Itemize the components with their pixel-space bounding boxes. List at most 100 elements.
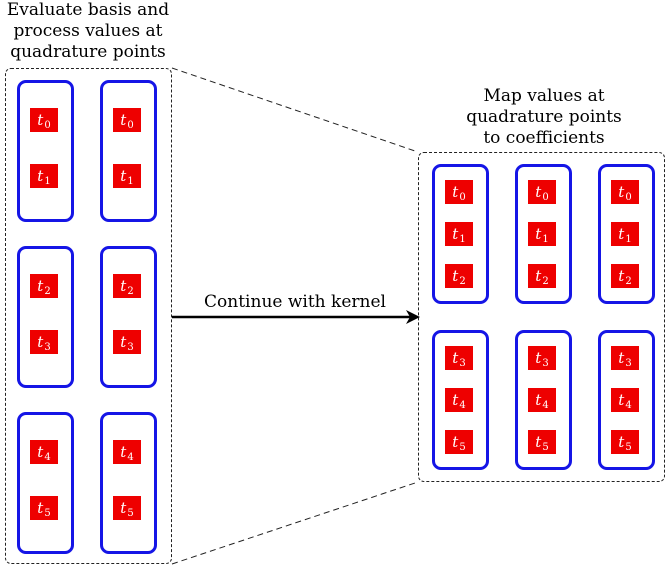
- thread-var: t: [120, 333, 127, 351]
- thread-index: 1: [542, 234, 549, 245]
- thread-chip: t4: [528, 388, 556, 412]
- thread-index: 1: [127, 176, 134, 187]
- thread-var: t: [535, 183, 542, 201]
- thread-var: t: [37, 277, 44, 295]
- thread-var: t: [37, 111, 44, 129]
- thread-index: 1: [625, 234, 632, 245]
- thread-index: 5: [44, 508, 51, 519]
- thread-index: 2: [625, 276, 632, 287]
- thread-var: t: [535, 391, 542, 409]
- thread-var: t: [37, 443, 44, 461]
- thread-chip: t0: [611, 180, 639, 204]
- thread-var: t: [452, 349, 459, 367]
- zoom-line-bottom: [171, 481, 419, 565]
- thread-index: 4: [44, 452, 51, 463]
- thread-var: t: [452, 267, 459, 285]
- left-caption: Evaluate basis and process values at qua…: [6, 0, 170, 62]
- process-arrow-head: [406, 310, 420, 324]
- thread-chip: t0: [30, 108, 58, 132]
- thread-var: t: [37, 499, 44, 517]
- thread-var: t: [618, 349, 625, 367]
- thread-chip: t5: [113, 496, 141, 520]
- zoom-line-top: [171, 67, 419, 153]
- thread-index: 4: [459, 400, 466, 411]
- left-panel: [5, 68, 172, 564]
- thread-var: t: [618, 433, 625, 451]
- thread-chip: t3: [113, 330, 141, 354]
- thread-chip: t4: [113, 440, 141, 464]
- thread-var: t: [535, 349, 542, 367]
- thread-var: t: [120, 499, 127, 517]
- thread-chip: t3: [528, 346, 556, 370]
- thread-chip: t4: [445, 388, 473, 412]
- thread-chip: t1: [611, 222, 639, 246]
- thread-chip: t1: [445, 222, 473, 246]
- thread-chip: t2: [113, 274, 141, 298]
- thread-index: 3: [459, 358, 466, 369]
- thread-index: 0: [127, 120, 134, 131]
- thread-var: t: [452, 225, 459, 243]
- thread-var: t: [618, 225, 625, 243]
- thread-index: 5: [542, 442, 549, 453]
- thread-var: t: [452, 433, 459, 451]
- thread-chip: t3: [30, 330, 58, 354]
- thread-chip: t2: [611, 264, 639, 288]
- thread-var: t: [618, 183, 625, 201]
- thread-var: t: [120, 111, 127, 129]
- thread-index: 5: [625, 442, 632, 453]
- thread-index: 2: [44, 286, 51, 297]
- thread-chip: t2: [445, 264, 473, 288]
- thread-var: t: [618, 391, 625, 409]
- thread-chip: t1: [113, 164, 141, 188]
- thread-index: 5: [127, 508, 134, 519]
- thread-var: t: [120, 277, 127, 295]
- thread-var: t: [535, 433, 542, 451]
- thread-index: 3: [625, 358, 632, 369]
- thread-index: 0: [44, 120, 51, 131]
- thread-chip: t3: [611, 346, 639, 370]
- thread-index: 4: [542, 400, 549, 411]
- thread-index: 2: [542, 276, 549, 287]
- thread-index: 2: [127, 286, 134, 297]
- thread-var: t: [120, 443, 127, 461]
- thread-var: t: [618, 267, 625, 285]
- thread-index: 1: [44, 176, 51, 187]
- thread-chip: t4: [611, 388, 639, 412]
- arrow-label: Continue with kernel: [204, 292, 386, 312]
- thread-var: t: [452, 391, 459, 409]
- thread-chip: t2: [30, 274, 58, 298]
- thread-var: t: [37, 167, 44, 185]
- thread-index: 3: [542, 358, 549, 369]
- thread-chip: t2: [528, 264, 556, 288]
- thread-index: 0: [625, 192, 632, 203]
- thread-chip: t3: [445, 346, 473, 370]
- thread-index: 2: [459, 276, 466, 287]
- thread-chip: t0: [445, 180, 473, 204]
- thread-index: 5: [459, 442, 466, 453]
- thread-var: t: [120, 167, 127, 185]
- right-panel: [418, 152, 665, 482]
- thread-var: t: [37, 333, 44, 351]
- thread-var: t: [535, 267, 542, 285]
- thread-index: 4: [127, 452, 134, 463]
- thread-chip: t5: [528, 430, 556, 454]
- thread-index: 0: [459, 192, 466, 203]
- thread-chip: t1: [30, 164, 58, 188]
- thread-chip: t5: [611, 430, 639, 454]
- thread-index: 4: [625, 400, 632, 411]
- thread-chip: t4: [30, 440, 58, 464]
- thread-chip: t0: [528, 180, 556, 204]
